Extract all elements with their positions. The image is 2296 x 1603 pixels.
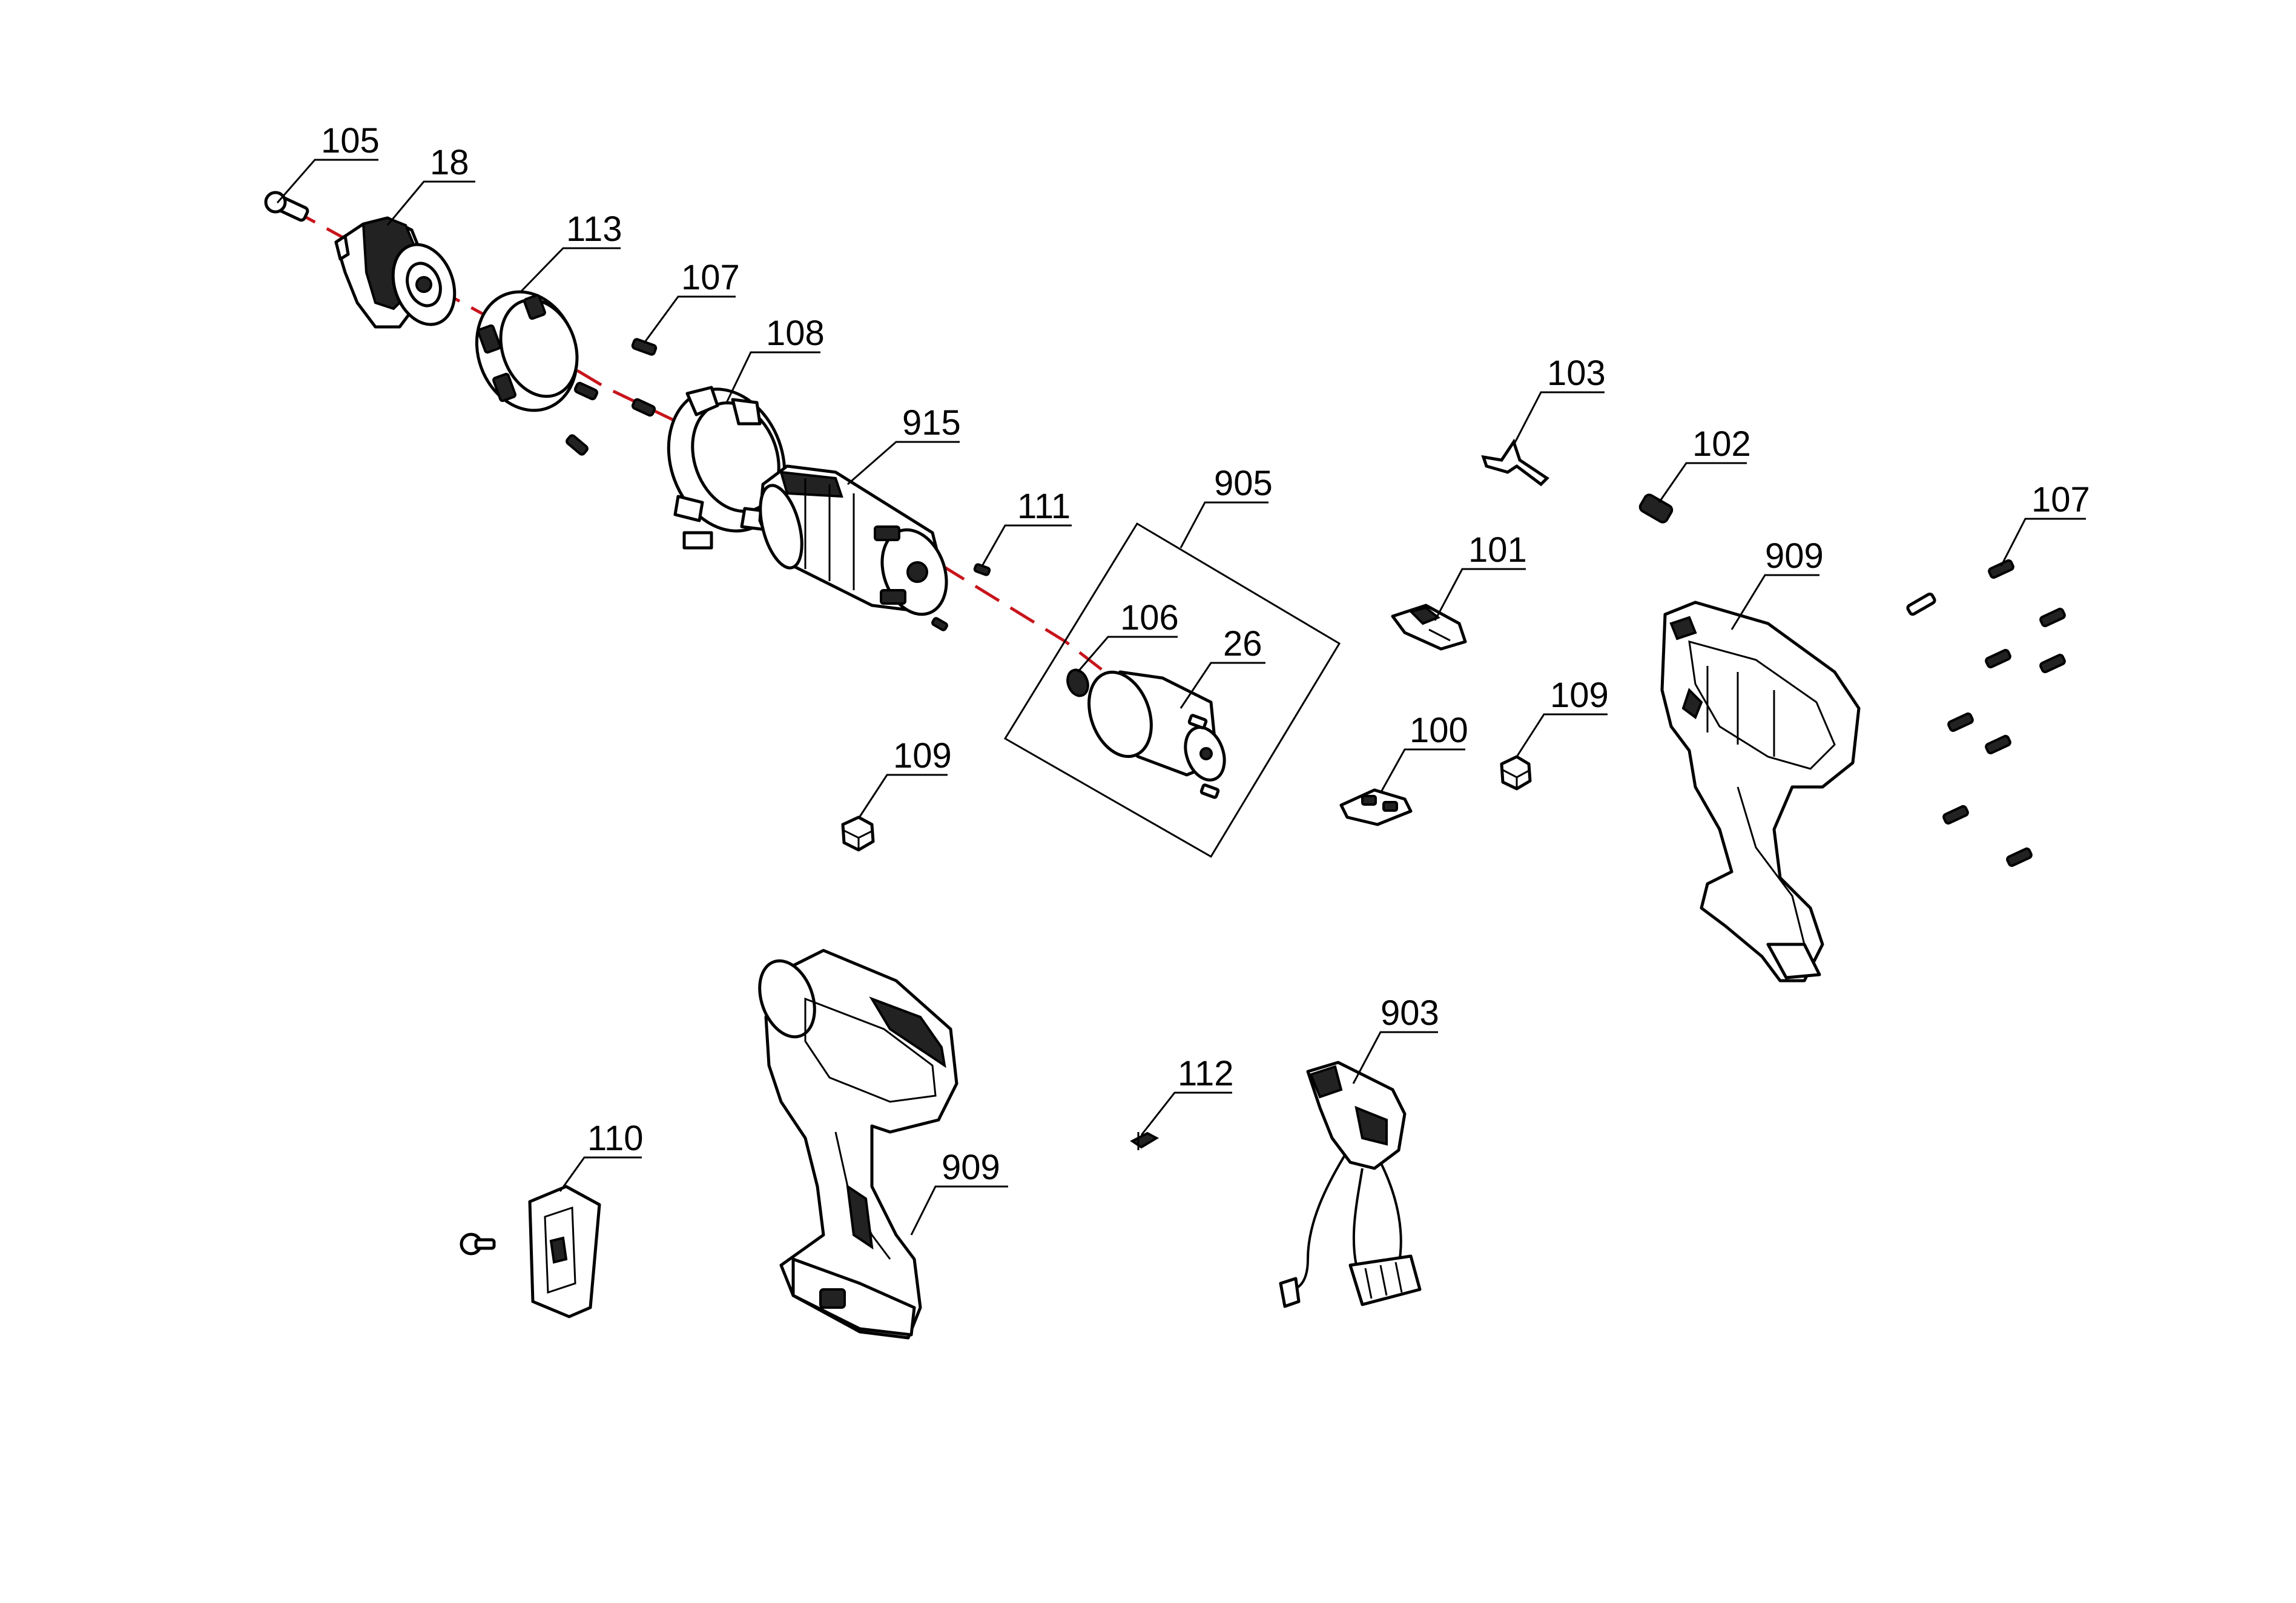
leader-909a — [1730, 574, 1819, 630]
leader-903 — [1352, 1031, 1438, 1084]
label-101: 101 — [1468, 530, 1527, 570]
label-26: 26 — [1223, 624, 1262, 663]
leader-106 — [1077, 636, 1178, 673]
part-106-pinion — [1066, 668, 1089, 697]
part-113-collar-ring — [475, 290, 579, 412]
label-905: 905 — [1214, 464, 1273, 503]
part-26-motor — [1087, 670, 1226, 799]
leader-lines — [276, 159, 2086, 1236]
label-103: 103 — [1547, 354, 1606, 393]
leader-905 — [1179, 501, 1268, 548]
leader-109b — [1516, 713, 1608, 757]
part-labels: 105 18 113 107 108 915 111 905 106 26 10… — [321, 121, 2090, 1187]
label-107-upper: 107 — [681, 258, 740, 297]
label-106: 106 — [1120, 598, 1179, 637]
part-909-housing-left — [758, 949, 958, 1340]
leader-109a — [857, 774, 948, 819]
screw-near-113-a — [573, 381, 599, 401]
leader-113 — [520, 247, 621, 293]
screw-near-113-c — [566, 434, 589, 456]
label-915: 915 — [902, 403, 961, 443]
part-108-gearbox-plate — [667, 386, 787, 550]
part-110-belt-clip — [528, 1185, 601, 1318]
part-103-spring-clip — [1481, 438, 1549, 487]
leader-909b — [910, 1185, 1008, 1236]
leader-915 — [847, 441, 960, 486]
part-112-contact — [1130, 1131, 1160, 1150]
leader-100 — [1379, 748, 1465, 794]
part-105-chuck-screw — [264, 191, 309, 222]
leader-110 — [559, 1156, 642, 1192]
part-107-screws-right — [1906, 559, 2066, 867]
part-101-direction-switch — [1391, 604, 1467, 651]
label-113: 113 — [566, 209, 622, 249]
leader-103 — [1513, 391, 1605, 446]
label-111: 111 — [1017, 487, 1070, 526]
label-909-lower: 909 — [942, 1148, 1000, 1187]
part-909-housing-right — [1660, 601, 1861, 983]
leader-105 — [276, 159, 378, 203]
label-909-right: 909 — [1765, 536, 1824, 576]
part-109-nut-right — [1500, 755, 1532, 791]
leader-111 — [981, 524, 1072, 567]
leader-26 — [1179, 662, 1265, 709]
leader-108 — [725, 351, 820, 403]
label-108: 108 — [766, 314, 825, 353]
part-102-switch-knob — [1638, 493, 1674, 524]
leader-112 — [1140, 1091, 1232, 1136]
leader-18 — [386, 180, 475, 226]
part-110-clip-screw — [460, 1233, 496, 1256]
leader-101 — [1434, 568, 1526, 621]
label-107-right: 107 — [2031, 480, 2090, 519]
screw-near-113-b — [631, 398, 656, 417]
part-100-slider — [1339, 788, 1413, 826]
part-111-screw-a — [973, 563, 991, 576]
label-109-left: 109 — [893, 736, 952, 775]
part-903-switch-assembly — [1279, 1061, 1422, 1308]
part-18-drill-chuck — [334, 216, 457, 329]
leader-107b — [2000, 518, 2086, 567]
label-100: 100 — [1410, 711, 1468, 750]
part-915-gearbox — [758, 464, 948, 616]
part-109-nut-left — [841, 815, 875, 852]
leader-102 — [1658, 462, 1747, 503]
label-112: 112 — [1178, 1054, 1233, 1093]
leader-107a — [644, 295, 736, 343]
part-905-motor-group-box — [1003, 522, 1341, 858]
label-903: 903 — [1381, 993, 1439, 1033]
label-102: 102 — [1692, 424, 1751, 464]
screw-107-upper — [631, 338, 658, 356]
label-109-right: 109 — [1550, 676, 1609, 715]
label-110: 110 — [587, 1119, 643, 1158]
label-105: 105 — [321, 121, 380, 160]
label-18: 18 — [430, 143, 469, 182]
part-111-screw-b — [931, 617, 948, 631]
